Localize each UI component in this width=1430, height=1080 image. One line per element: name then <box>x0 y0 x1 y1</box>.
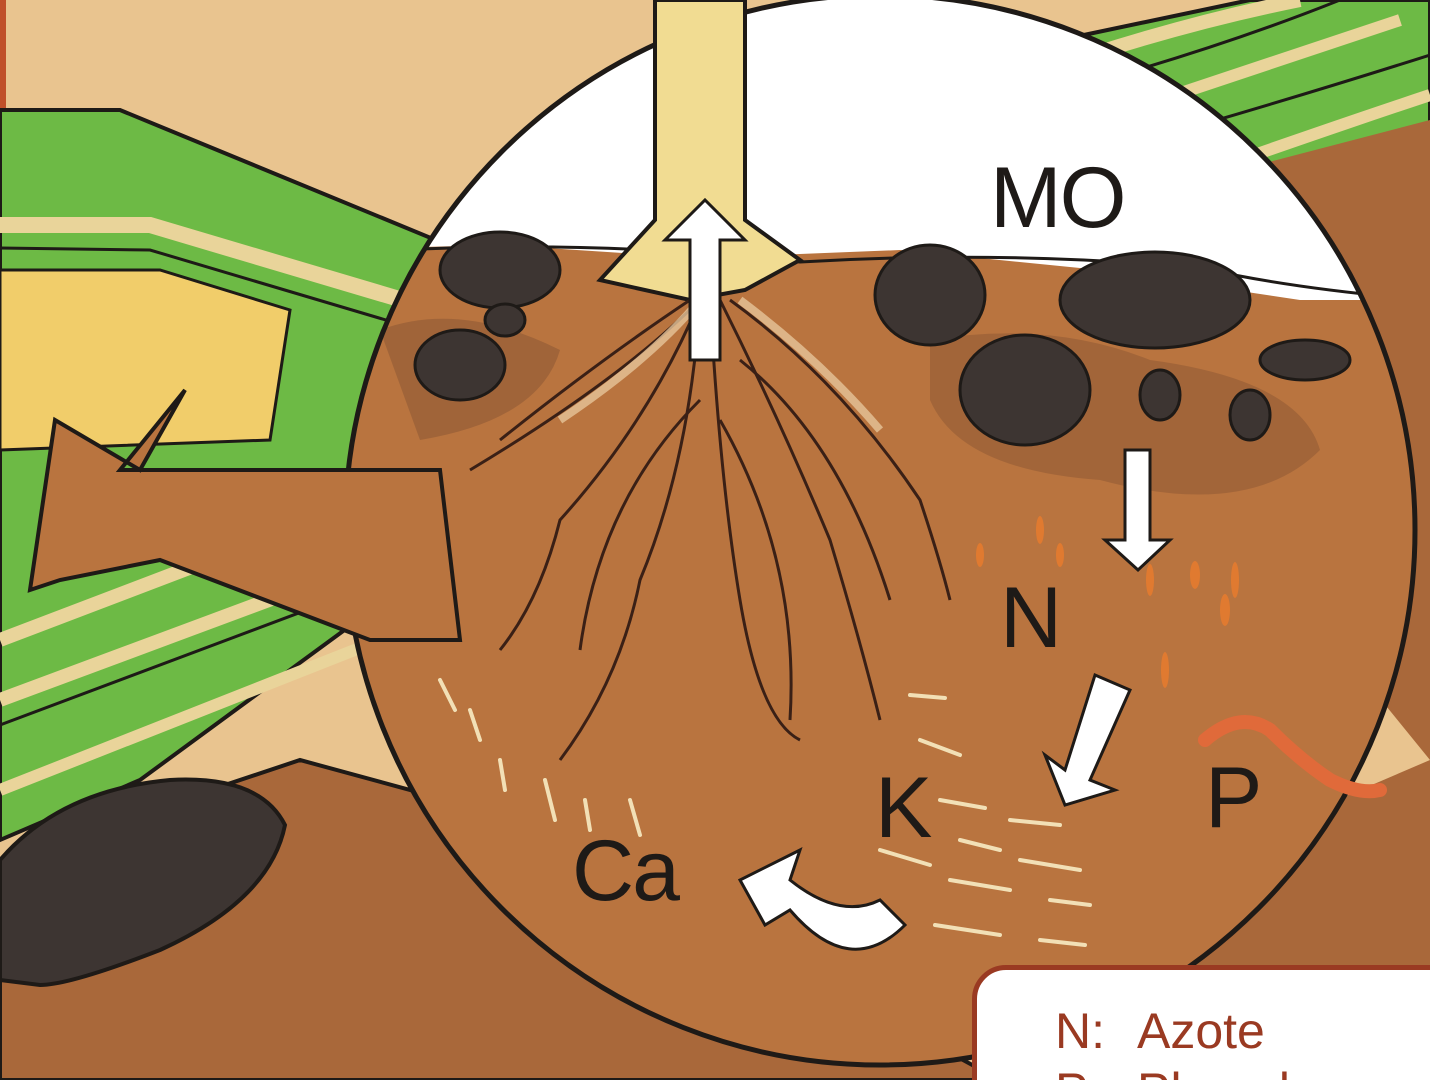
legend-symbol: P: <box>1055 1062 1137 1080</box>
label-calcium: Ca <box>572 828 678 914</box>
legend-symbol: N: <box>1055 1002 1137 1060</box>
label-potassium: K <box>875 765 930 851</box>
legend-box: N:Azote P:Phosphore <box>972 965 1430 1080</box>
legend-row: N:Azote <box>1055 1002 1265 1060</box>
label-nitrogen: N <box>1000 575 1060 661</box>
legend-row: P:Phosphore <box>1055 1062 1379 1080</box>
label-organic-matter: MO <box>990 155 1125 241</box>
legend-name: Phosphore <box>1137 1063 1379 1080</box>
label-phosphorus: P <box>1205 755 1260 841</box>
legend-name: Azote <box>1137 1003 1265 1059</box>
